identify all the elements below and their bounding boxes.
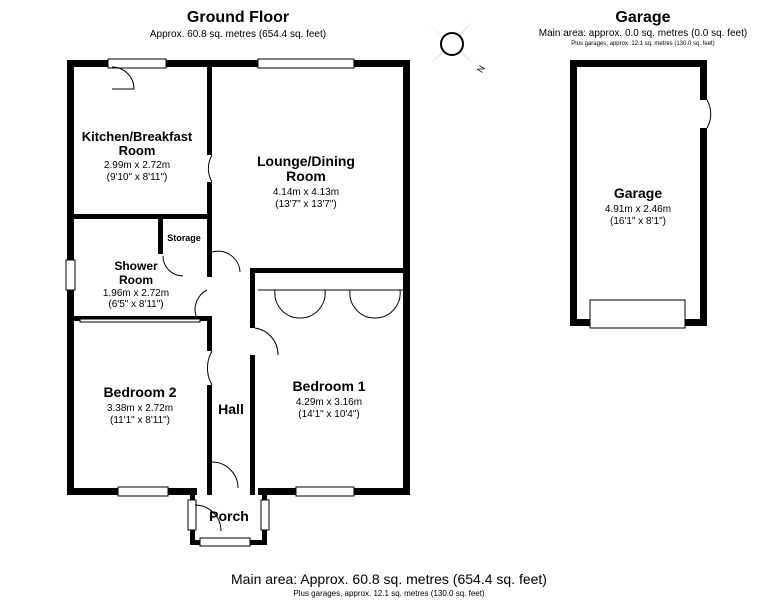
ground-floor-title: Ground Floor	[187, 9, 289, 26]
kitchen-imperial: (9'10" x 8'11")	[107, 172, 168, 183]
shower-name: Shower	[114, 259, 158, 273]
bedroom1-metric: 4.29m x 3.16m	[296, 397, 362, 408]
lounge-name-2: Room	[286, 168, 326, 184]
kitchen-name-2: Room	[119, 143, 156, 158]
porch-name: Porch	[209, 508, 249, 524]
shower-metric: 1.96m x 2.72m	[103, 288, 169, 299]
ground-floor-walls	[65, 58, 410, 497]
shower-imperial: (6'5" x 8'11")	[108, 299, 163, 310]
lounge-metric: 4.14m x 4.13m	[273, 187, 339, 198]
garage-imperial: (16'1" x 8'1")	[610, 216, 666, 227]
compass-icon: N	[428, 22, 487, 74]
garage-walls	[570, 60, 712, 329]
kitchen-metric: 2.99m x 2.72m	[104, 160, 170, 171]
bedroom2-imperial: (11'1" x 8'11")	[110, 415, 170, 426]
ground-floor-area: Approx. 60.8 sq. metres (654.4 sq. feet)	[150, 29, 326, 40]
hall-name: Hall	[218, 401, 244, 417]
kitchen-name: Kitchen/Breakfast	[82, 129, 193, 144]
garage-name: Garage	[614, 185, 662, 201]
footer-main-area: Main area: Approx. 60.8 sq. metres (654.…	[231, 571, 547, 587]
compass-north-label: N	[475, 64, 487, 75]
lounge-name: Lounge/Dining	[257, 153, 355, 169]
footer-plus-area: Plus garages, approx. 12.1 sq. metres (1…	[293, 589, 485, 598]
lounge-imperial: (13'7" x 13'7")	[275, 199, 337, 210]
garage-area: Main area: approx. 0.0 sq. metres (0.0 s…	[539, 28, 747, 39]
garage-metric: 4.91m x 2.46m	[605, 204, 671, 215]
storage-name: Storage	[167, 233, 201, 243]
garage-title: Garage	[615, 9, 670, 26]
porch-walls	[187, 495, 270, 547]
bedroom1-imperial: (14'1" x 10'4")	[298, 409, 360, 420]
bedroom2-name: Bedroom 2	[103, 384, 176, 400]
bedroom2-metric: 3.38m x 2.72m	[107, 403, 173, 414]
shower-name-2: Room	[119, 273, 153, 287]
bedroom1-name: Bedroom 1	[292, 378, 365, 394]
garage-plus-area: Plus garages, approx. 12.1 sq. metres (1…	[571, 41, 714, 47]
